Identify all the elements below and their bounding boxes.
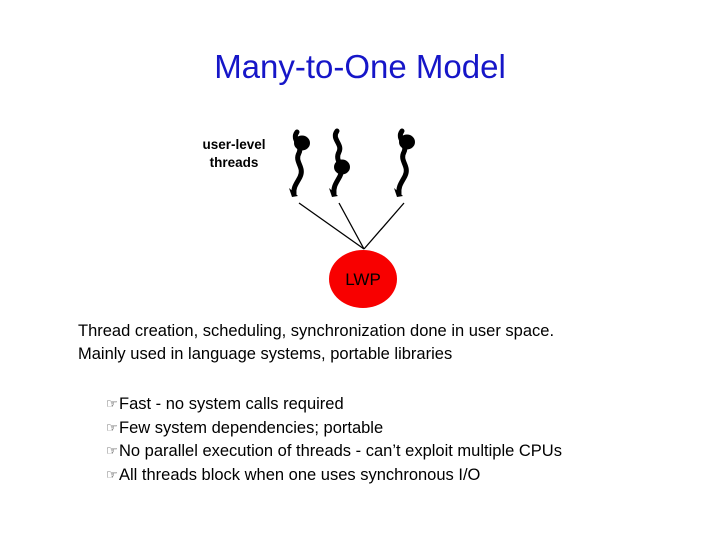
user-thread-squiggle-1 <box>289 129 310 197</box>
body-paragraph-line-1: Thread creation, scheduling, synchroniza… <box>78 322 555 340</box>
bullet-list: ☞ Fast - no system calls required ☞ Few … <box>106 393 686 487</box>
user-level-threads-label: user-level threads <box>178 136 290 172</box>
pointing-hand-bullet-icon: ☞ <box>106 443 118 458</box>
pointing-hand-bullet-icon: ☞ <box>106 466 118 482</box>
thread-to-lwp-connectors <box>298 202 405 250</box>
user-thread-squiggle-2 <box>329 128 350 197</box>
diagram-vector-layer <box>289 128 415 250</box>
lwp-label: LWP <box>345 269 381 289</box>
user-thread-squiggle-3 <box>394 128 415 197</box>
many-to-one-diagram: user-level threads <box>178 128 415 308</box>
body-paragraph: Thread creation, scheduling, synchroniza… <box>78 320 678 366</box>
list-item: ☞ No parallel execution of threads - can… <box>106 440 686 464</box>
user-level-threads-label-line2: threads <box>209 155 259 170</box>
connector-thread-2 <box>338 202 365 250</box>
list-item: ☞ All threads block when one uses synchr… <box>106 464 686 488</box>
list-item-label: Fast - no system calls required <box>119 395 344 413</box>
connector-thread-1 <box>298 202 365 250</box>
list-item-label: No parallel execution of threads - can’t… <box>119 442 562 460</box>
connector-thread-3 <box>363 202 405 250</box>
body-paragraph-line-2: Mainly used in language systems, portabl… <box>78 345 453 363</box>
list-item: ☞ Fast - no system calls required <box>106 393 686 417</box>
page-title: Many-to-One Model <box>214 48 506 85</box>
pointing-hand-bullet-icon: ☞ <box>106 396 118 411</box>
list-item-label: Few system dependencies; portable <box>119 418 384 437</box>
lwp-node: LWP <box>329 250 397 308</box>
user-level-threads-label-line1: user-level <box>202 137 266 152</box>
list-item: ☞ Few system dependencies; portable <box>106 417 686 441</box>
pointing-hand-bullet-icon: ☞ <box>106 419 118 435</box>
list-item-label: All threads block when one uses synchron… <box>119 465 481 484</box>
